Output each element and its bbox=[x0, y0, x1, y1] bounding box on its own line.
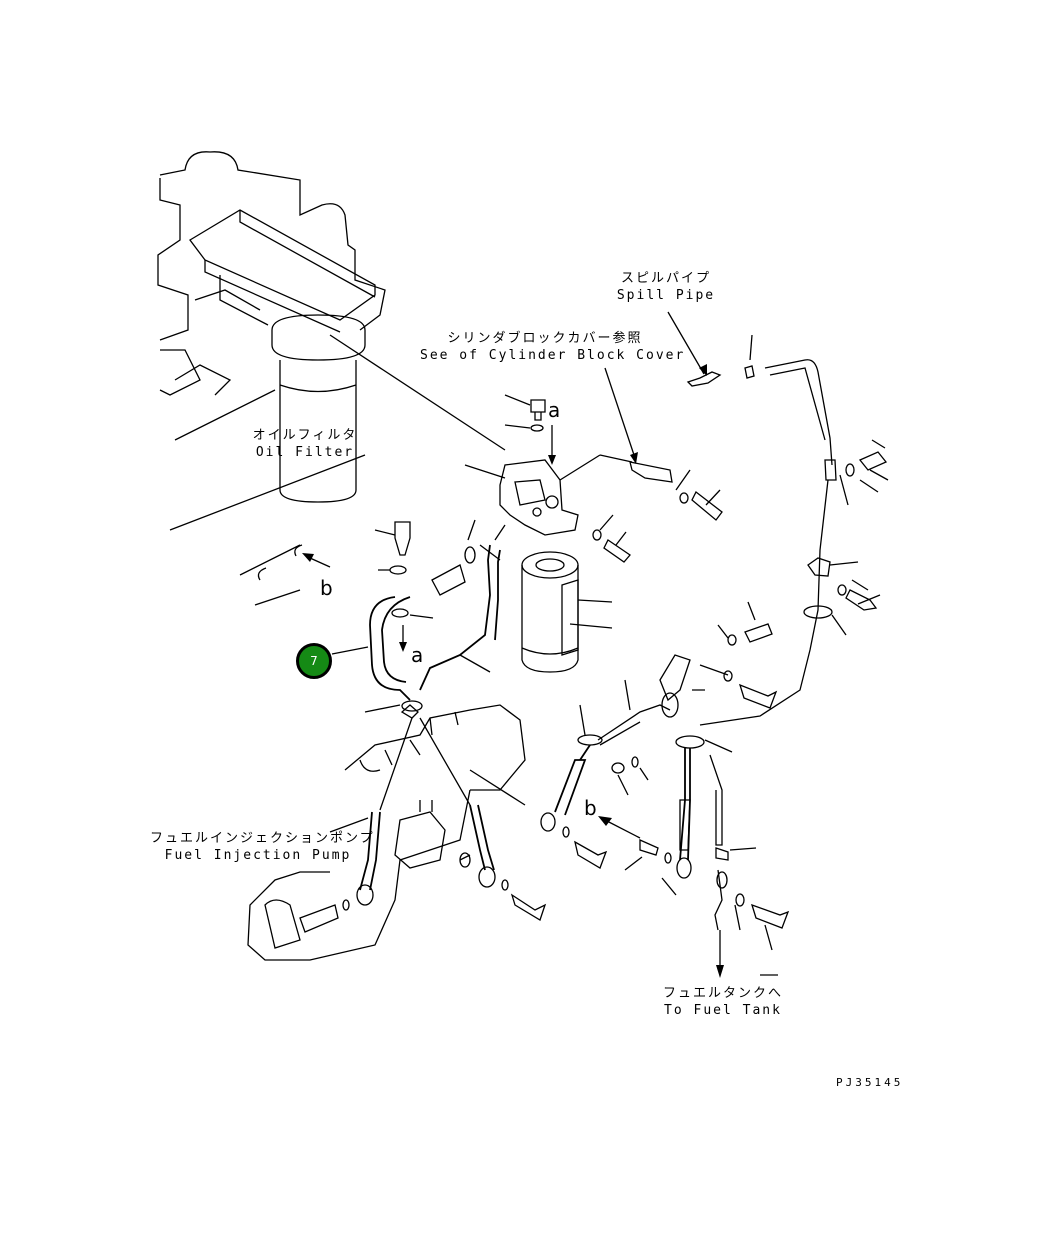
fuel-tank-label-en: To Fuel Tank bbox=[664, 1003, 782, 1018]
part-number-badge[interactable]: 7 bbox=[296, 643, 332, 679]
injection-pump-label-en: Fuel Injection Pump bbox=[164, 848, 352, 863]
arrow-b-mid bbox=[598, 816, 641, 839]
oil-filter-label-en: Oil Filter bbox=[255, 445, 355, 460]
oil-filter-label: オイルフィルタ Oil Filter bbox=[250, 427, 360, 461]
callout-a-top: a bbox=[548, 398, 561, 422]
oil-filter-label-jp: オイルフィルタ bbox=[252, 428, 358, 443]
cylinder-cover-label-en: See of Cylinder Block Cover bbox=[420, 348, 686, 363]
callout-b-mid: b bbox=[584, 796, 597, 820]
top-bolt bbox=[504, 394, 556, 465]
injection-pump-label-jp: フュエルインジェクションポンプ bbox=[150, 831, 375, 846]
cylinder-cover-label-jp: シリンダブロックカバー参照 bbox=[447, 331, 643, 346]
spill-pipe-label-jp: スピルパイプ bbox=[620, 271, 711, 286]
right-clamps bbox=[803, 557, 881, 636]
filter-head bbox=[464, 459, 579, 536]
fuel-tank-label-jp: フュエルタンクへ bbox=[662, 986, 783, 1001]
injection-pump-label: フュエルインジェクションポンプ Fuel Injection Pump bbox=[150, 830, 375, 864]
arrow-b-left bbox=[302, 553, 331, 568]
tank-line bbox=[624, 735, 790, 978]
spill-pipe bbox=[667, 311, 889, 726]
callout-a-left: a bbox=[411, 643, 424, 667]
spill-pipe-label: スピルパイプ Spill Pipe bbox=[606, 270, 726, 304]
left-banjo bbox=[374, 521, 434, 652]
callout-b-left: b bbox=[320, 576, 333, 600]
spill-pipe-label-en: Spill Pipe bbox=[616, 288, 716, 303]
fuel-injection-pump bbox=[247, 700, 526, 961]
cover-bracket bbox=[559, 367, 723, 521]
filter-bolts bbox=[592, 514, 631, 563]
hose-filter-to-pump bbox=[419, 519, 506, 691]
center-bracket bbox=[611, 601, 778, 796]
fuel-filter bbox=[521, 551, 613, 673]
pump-lines bbox=[299, 804, 547, 933]
cylinder-cover-label: シリンダブロックカバー参照 See of Cylinder Block Cove… bbox=[420, 330, 686, 364]
mid-hose bbox=[469, 704, 671, 869]
part-number-text: 7 bbox=[310, 654, 318, 668]
fuel-tank-label: フュエルタンクへ To Fuel Tank bbox=[660, 985, 786, 1019]
oil-filter bbox=[271, 314, 366, 503]
drawing-reference: PJ35145 bbox=[836, 1076, 904, 1089]
engine-block bbox=[157, 151, 386, 606]
fuel-hose-7 bbox=[331, 596, 411, 701]
